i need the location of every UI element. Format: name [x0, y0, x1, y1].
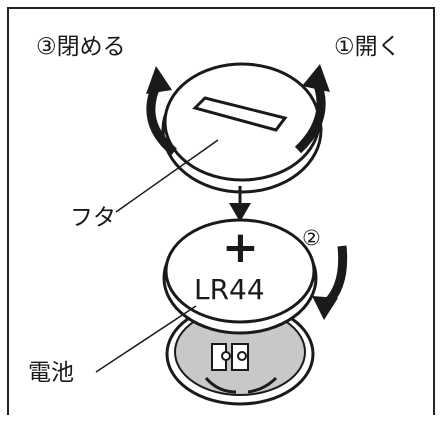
battery-cell — [162, 218, 318, 335]
close-label: ③閉める — [36, 34, 126, 60]
battery-model-label: LR44 — [194, 273, 265, 306]
cover-lid — [161, 62, 323, 194]
rotate-arrow-icon — [312, 245, 348, 320]
cover-label: フタ — [70, 205, 116, 231]
battery-label: 電池 — [28, 360, 74, 386]
insert-arrow-icon — [229, 186, 251, 222]
open-label: ①開く — [334, 34, 401, 60]
polarity-plus-label: + — [222, 222, 259, 273]
battery-top-face — [164, 218, 316, 324]
cover-leader-line — [115, 139, 219, 213]
open-arrow-icon — [294, 64, 330, 154]
step-2-label: ② — [302, 226, 321, 250]
frame-border — [7, 7, 435, 415]
cover-slot — [192, 96, 288, 132]
close-arrow-icon — [146, 66, 177, 156]
battery-leader-line — [95, 305, 197, 373]
